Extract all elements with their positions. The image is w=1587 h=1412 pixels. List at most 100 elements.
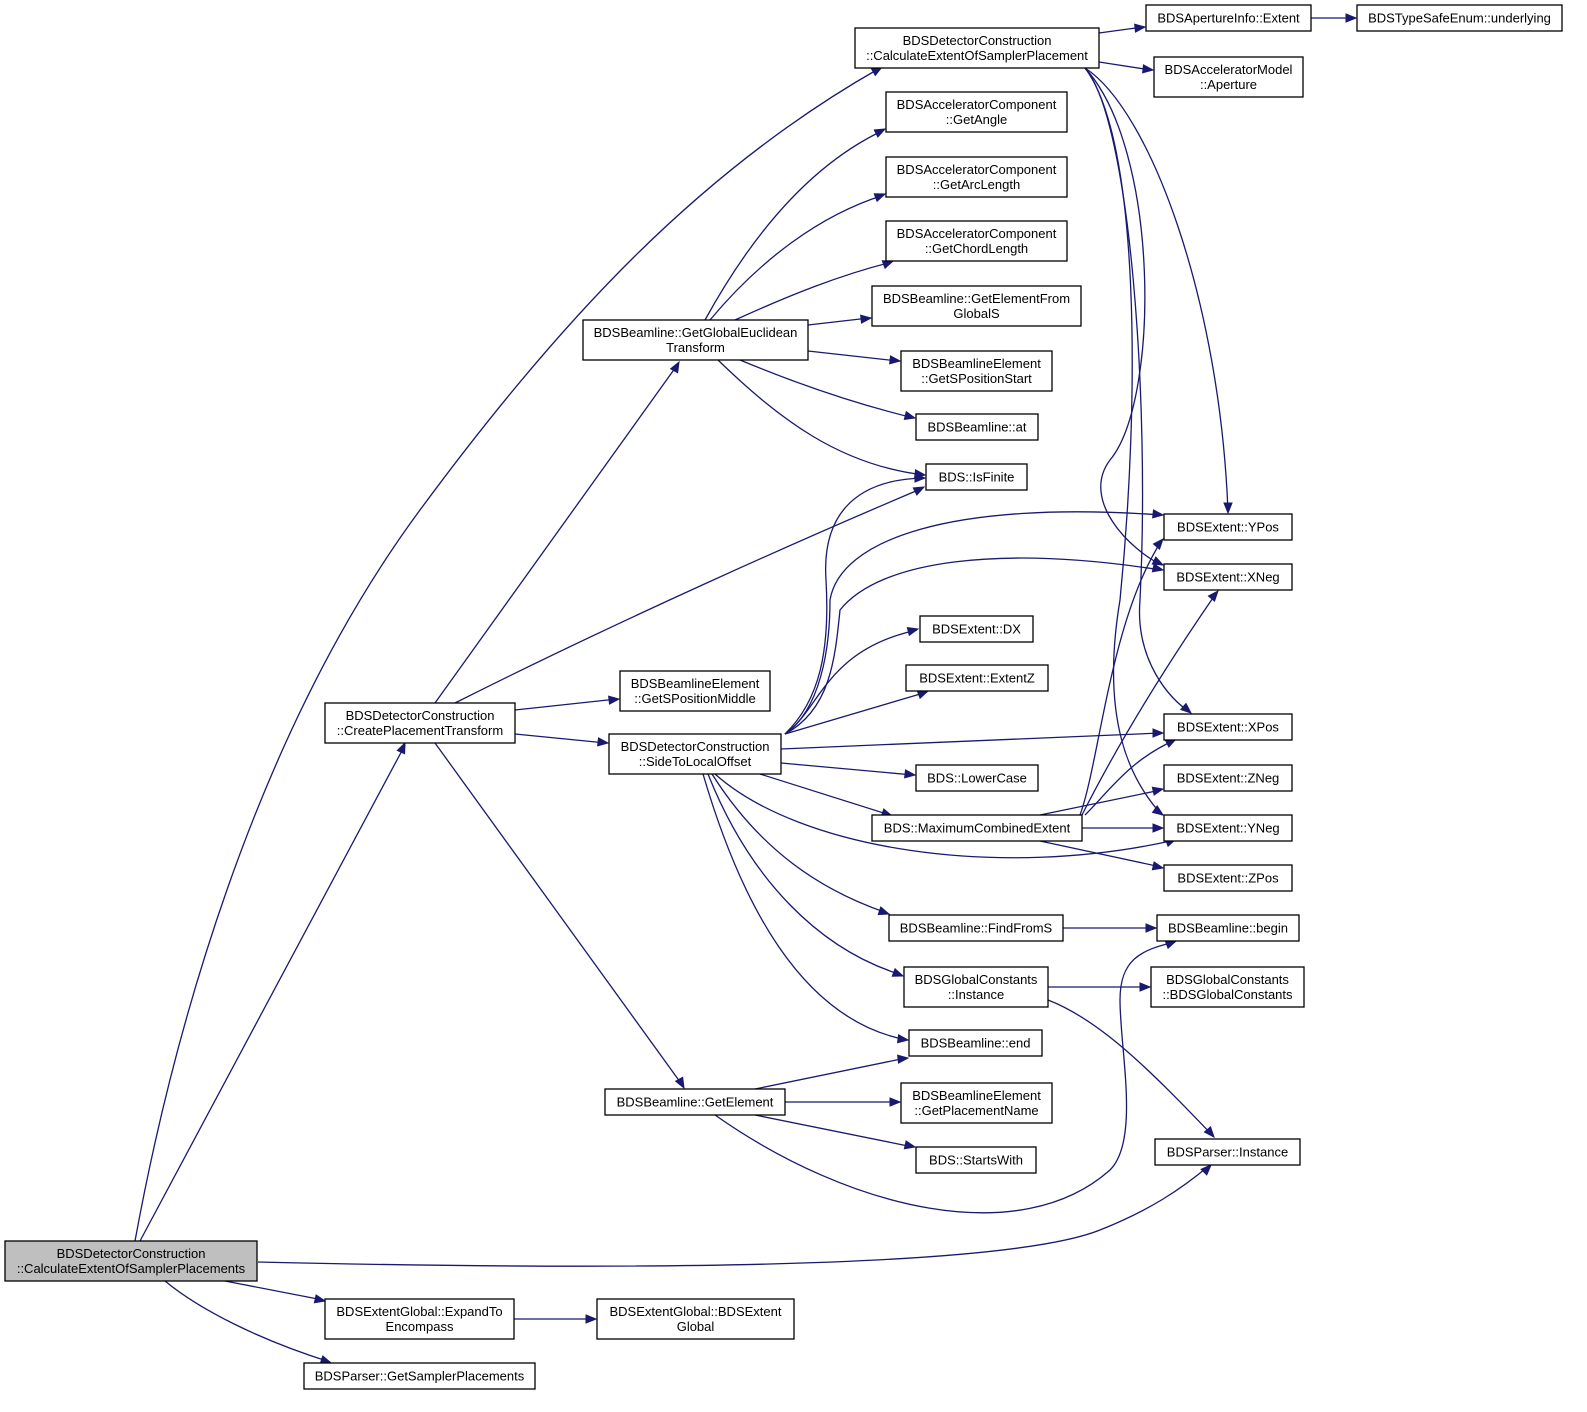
node-box[interactable] (925, 463, 1028, 491)
edge-line (1098, 61, 1152, 71)
edge-line (784, 629, 918, 735)
edge-line (780, 732, 1162, 750)
node-lower-case[interactable]: BDS::LowerCase (915, 764, 1039, 792)
node-gc-ctor[interactable]: BDSGlobalConstants::BDSGlobalConstants (1150, 966, 1305, 1008)
node-box[interactable] (1145, 4, 1312, 32)
node-label-line: BDSBeamline::GetElement (617, 1095, 774, 1110)
node-box[interactable] (1156, 914, 1300, 942)
node-get-s-pos-start[interactable]: BDSBeamlineElement::GetSPositionStart (900, 350, 1053, 392)
node-get-samp-pl[interactable]: BDSParser::GetSamplerPlacements (303, 1362, 536, 1390)
node-box[interactable] (303, 1362, 536, 1390)
node-is-finite[interactable]: BDS::IsFinite (925, 463, 1028, 491)
node-extent-z[interactable]: BDSExtent::ExtentZ (905, 664, 1049, 692)
node-label-line: BDSAcceleratorComponent (897, 97, 1057, 112)
node-y-neg[interactable]: BDSExtent::YNeg (1163, 814, 1293, 842)
node-parser-inst[interactable]: BDSParser::Instance (1154, 1138, 1301, 1166)
node-box[interactable] (1356, 4, 1563, 32)
node-b-begin[interactable]: BDSBeamline::begin (1156, 914, 1300, 942)
edge-getGlobalEu-to-getSPosStart (807, 350, 902, 365)
node-box[interactable] (919, 615, 1034, 643)
node-box[interactable] (854, 27, 1100, 69)
node-box[interactable] (871, 814, 1083, 842)
node-label-line: ::GetArcLength (933, 177, 1020, 192)
node-box[interactable] (1153, 56, 1304, 98)
edge-line (164, 1280, 331, 1363)
node-box[interactable] (324, 1298, 515, 1340)
node-label-line: BDSApertureInfo::Extent (1157, 11, 1300, 26)
node-box[interactable] (1163, 764, 1293, 792)
arrowhead-icon (1345, 13, 1358, 23)
node-box[interactable] (608, 733, 782, 775)
node-get-arc[interactable]: BDSAcceleratorComponent::GetArcLength (885, 156, 1068, 198)
node-get-element[interactable]: BDSBeamline::GetElement (604, 1088, 786, 1116)
node-box[interactable] (4, 1240, 258, 1282)
node-z-neg[interactable]: BDSExtent::ZNeg (1163, 764, 1293, 792)
node-box[interactable] (915, 413, 1039, 441)
node-side-t-l-o[interactable]: BDSDetectorConstruction::SideToLocalOffs… (608, 733, 782, 775)
node-x-pos[interactable]: BDSExtent::XPos (1163, 713, 1293, 741)
node-dx[interactable]: BDSExtent::DX (919, 615, 1034, 643)
node-root[interactable]: BDSDetectorConstruction::CalculateExtent… (4, 1240, 258, 1282)
node-label-line: BDSGlobalConstants (1166, 972, 1289, 987)
node-box[interactable] (885, 91, 1068, 133)
node-get-chord[interactable]: BDSAcceleratorComponent::GetChordLength (885, 220, 1068, 262)
node-box[interactable] (903, 966, 1049, 1008)
node-box[interactable] (1163, 713, 1293, 741)
node-type-safe[interactable]: BDSTypeSafeEnum::underlying (1356, 4, 1563, 32)
node-box[interactable] (1163, 864, 1293, 892)
node-get-place-name[interactable]: BDSBeamlineElement::GetPlacementName (900, 1082, 1053, 1124)
edge-findFromS-to-bBegin (1063, 923, 1158, 933)
node-create-p-t[interactable]: BDSDetectorConstruction::CreatePlacement… (324, 702, 516, 744)
node-box[interactable] (905, 664, 1049, 692)
edge-line (1084, 67, 1163, 566)
node-box[interactable] (900, 1082, 1053, 1124)
node-box[interactable] (619, 670, 771, 712)
node-box[interactable] (1150, 966, 1305, 1008)
node-z-pos[interactable]: BDSExtent::ZPos (1163, 864, 1293, 892)
node-calc-ext[interactable]: BDSDetectorConstruction::CalculateExtent… (854, 27, 1100, 69)
node-box[interactable] (888, 914, 1064, 942)
node-box[interactable] (915, 1146, 1037, 1174)
node-box[interactable] (1154, 1138, 1301, 1166)
node-box[interactable] (1163, 513, 1293, 541)
node-eg-ctor[interactable]: BDSExtentGlobal::BDSExtentGlobal (596, 1298, 795, 1340)
node-box[interactable] (582, 319, 809, 361)
edge-maxComb-to-zNeg (1039, 786, 1165, 816)
node-max-comb[interactable]: BDS::MaximumCombinedExtent (871, 814, 1083, 842)
node-gc-inst[interactable]: BDSGlobalConstants::Instance (903, 966, 1049, 1008)
node-box[interactable] (885, 220, 1068, 262)
node-box[interactable] (885, 156, 1068, 198)
node-x-neg[interactable]: BDSExtent::XNeg (1163, 563, 1293, 591)
edge-createPT-to-getGlobalEu (434, 360, 680, 704)
node-get-s-pos-mid[interactable]: BDSBeamlineElement::GetSPositionMiddle (619, 670, 771, 712)
edge-sideTLO-to-lowerCase (780, 762, 917, 779)
edge-line (739, 359, 915, 419)
arrowhead-icon (1164, 940, 1178, 950)
node-aper-ext[interactable]: BDSApertureInfo::Extent (1145, 4, 1312, 32)
node-b-at[interactable]: BDSBeamline::at (915, 413, 1039, 441)
node-starts-with[interactable]: BDS::StartsWith (915, 1146, 1037, 1174)
edge-line (1084, 67, 1163, 816)
node-box[interactable] (915, 764, 1039, 792)
arrowhead-icon (903, 410, 917, 421)
node-box[interactable] (324, 702, 516, 744)
node-box[interactable] (908, 1029, 1043, 1057)
node-find-from-s[interactable]: BDSBeamline::FindFromS (888, 914, 1064, 942)
node-box[interactable] (1163, 814, 1293, 842)
edge-sideTLO-to-maxComb (759, 773, 894, 818)
node-acc-aper[interactable]: BDSAcceleratorModel::Aperture (1153, 56, 1304, 98)
node-get-angle[interactable]: BDSAcceleratorComponent::GetAngle (885, 91, 1068, 133)
arrowhead-icon (897, 1054, 910, 1064)
node-box[interactable] (871, 285, 1082, 327)
node-box[interactable] (596, 1298, 795, 1340)
node-b-end[interactable]: BDSBeamline::end (908, 1029, 1043, 1057)
node-box[interactable] (1163, 563, 1293, 591)
node-y-pos[interactable]: BDSExtent::YPos (1163, 513, 1293, 541)
edge-calcExt-to-yPos (1084, 67, 1233, 515)
node-label-line: BDSDetectorConstruction (621, 739, 770, 754)
node-box[interactable] (900, 350, 1053, 392)
node-box[interactable] (604, 1088, 786, 1116)
